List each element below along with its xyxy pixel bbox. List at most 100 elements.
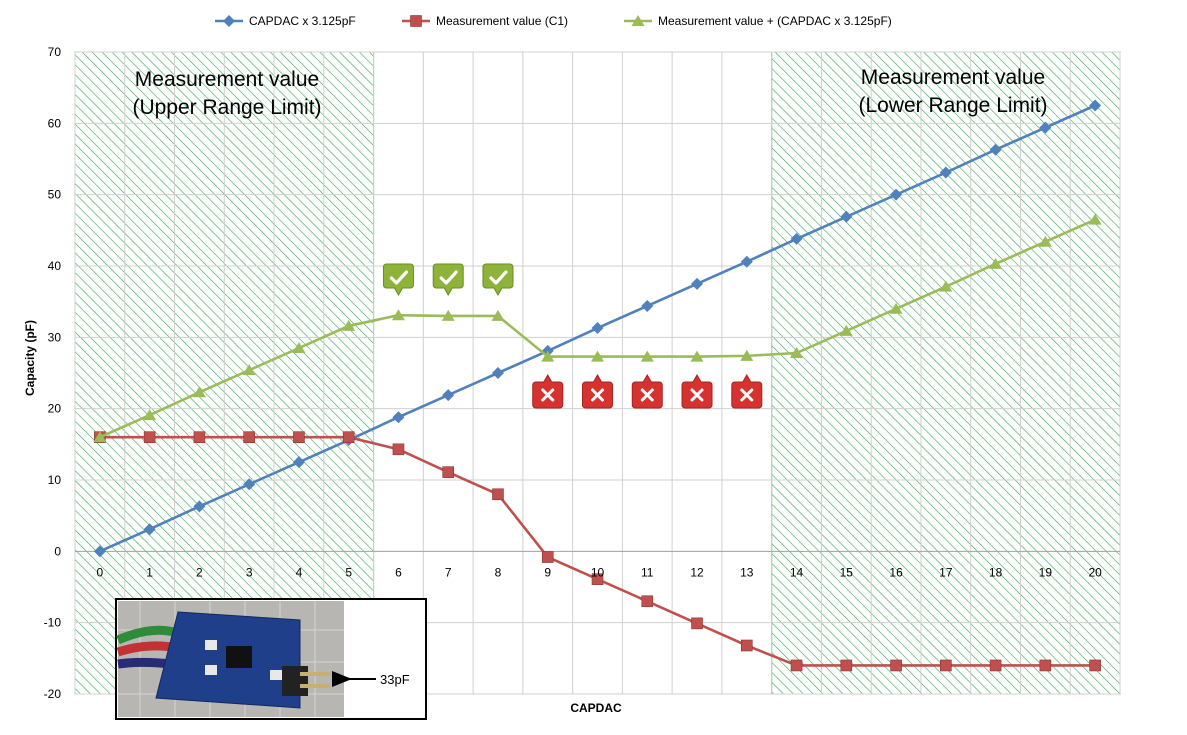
data-point [1089,99,1102,112]
data-point [890,188,903,201]
data-point [392,411,405,424]
data-point [591,322,604,335]
data-point [640,350,654,362]
data-point [1039,121,1052,134]
cross-mark-x [541,388,555,402]
data-point [1039,659,1052,672]
data-point [491,309,505,321]
x-tick-label: 3 [246,565,253,579]
check-mark-icon [382,263,414,297]
upper-region-label-line2: (Upper Range Limit) [132,96,321,119]
data-point [641,299,654,312]
x-tick-label: 4 [296,565,303,579]
cross-mark-icon [731,373,763,409]
legend-label-0: CAPDAC x 3.125pF [249,14,356,28]
x-tick-label: 13 [740,565,754,579]
y-tick-label: 40 [48,259,62,273]
legend-label-1: Measurement value (C1) [436,14,568,28]
data-point [292,342,306,354]
x-tick-label: 2 [196,565,203,579]
data-point [989,143,1002,156]
data-point [790,347,804,359]
cross-mark-badge [582,373,613,409]
data-point [193,500,206,513]
data-point [93,431,107,443]
data-point [989,659,1002,672]
data-point [192,386,206,398]
data-point [740,349,754,361]
data-point [143,523,156,536]
data-point [840,659,853,672]
data-point [193,431,206,444]
y-tick-label: 10 [48,473,62,487]
data-point [491,367,504,379]
range-regions [74,51,1121,695]
data-point [442,466,455,478]
cross-mark-badge [532,373,564,409]
x-tick-label: 1 [146,565,153,579]
data-point [790,232,803,245]
cross-mark-icon [631,373,663,409]
cross-mark-badge [731,373,763,409]
x-tick-label: 6 [395,565,402,579]
inset-photo: 33pF [115,598,427,720]
data-point [939,166,952,179]
grid-lines [74,51,1121,695]
series-lines [93,99,1102,672]
cross-mark-badge [681,373,713,409]
cross-mark-icon [681,373,713,409]
data-point [392,443,405,456]
data-point [691,277,704,290]
data-point [1088,213,1102,225]
data-point [391,309,405,321]
data-point [740,255,753,268]
lower-region-label-line2: (Lower Range Limit) [858,94,1047,117]
y-tick-label: 0 [54,544,61,558]
x-axis-title: CAPDAC [570,701,622,715]
legend-marker-1 [410,15,422,27]
data-point [940,659,952,672]
data-point [441,309,455,321]
data-point [740,639,753,652]
data-point [591,350,604,362]
x-tick-label: 12 [690,565,704,579]
check-mark-icon [432,263,464,297]
data-point [641,595,654,608]
data-point [889,302,903,314]
data-point [591,573,604,585]
x-tick-label: 5 [345,565,352,579]
legend-marker-2 [631,15,645,26]
y-tick-label: 50 [48,188,62,202]
x-tick-label: 10 [591,565,605,579]
cross-mark-icon [532,373,564,409]
data-point [492,488,504,501]
data-point [342,431,355,444]
data-point [939,280,953,292]
x-tick-label: 0 [97,565,104,579]
check-mark-tick [489,270,508,285]
data-point [790,659,803,672]
y-tick-label: -20 [44,687,62,701]
x-tick-label: 11 [641,565,654,579]
data-point [143,431,156,444]
check-mark-icon [482,263,514,297]
data-point [442,389,455,402]
data-point [541,551,554,563]
data-point [243,431,255,444]
y-tick-label: 20 [48,402,62,416]
cross-mark-x [591,388,604,402]
x-tick-label: 16 [889,565,903,579]
data-point [840,210,853,223]
data-point [342,319,356,331]
lower-region-label-line1: Measurement value [861,66,1045,89]
x-tick-label: 17 [939,565,953,579]
status-icons [382,263,763,409]
x-tick-label: 7 [445,565,452,579]
x-tick-label: 8 [495,565,502,579]
x-tick-label: 18 [989,565,1003,579]
data-point [1038,235,1052,247]
data-point [293,431,305,444]
data-point [541,350,555,362]
